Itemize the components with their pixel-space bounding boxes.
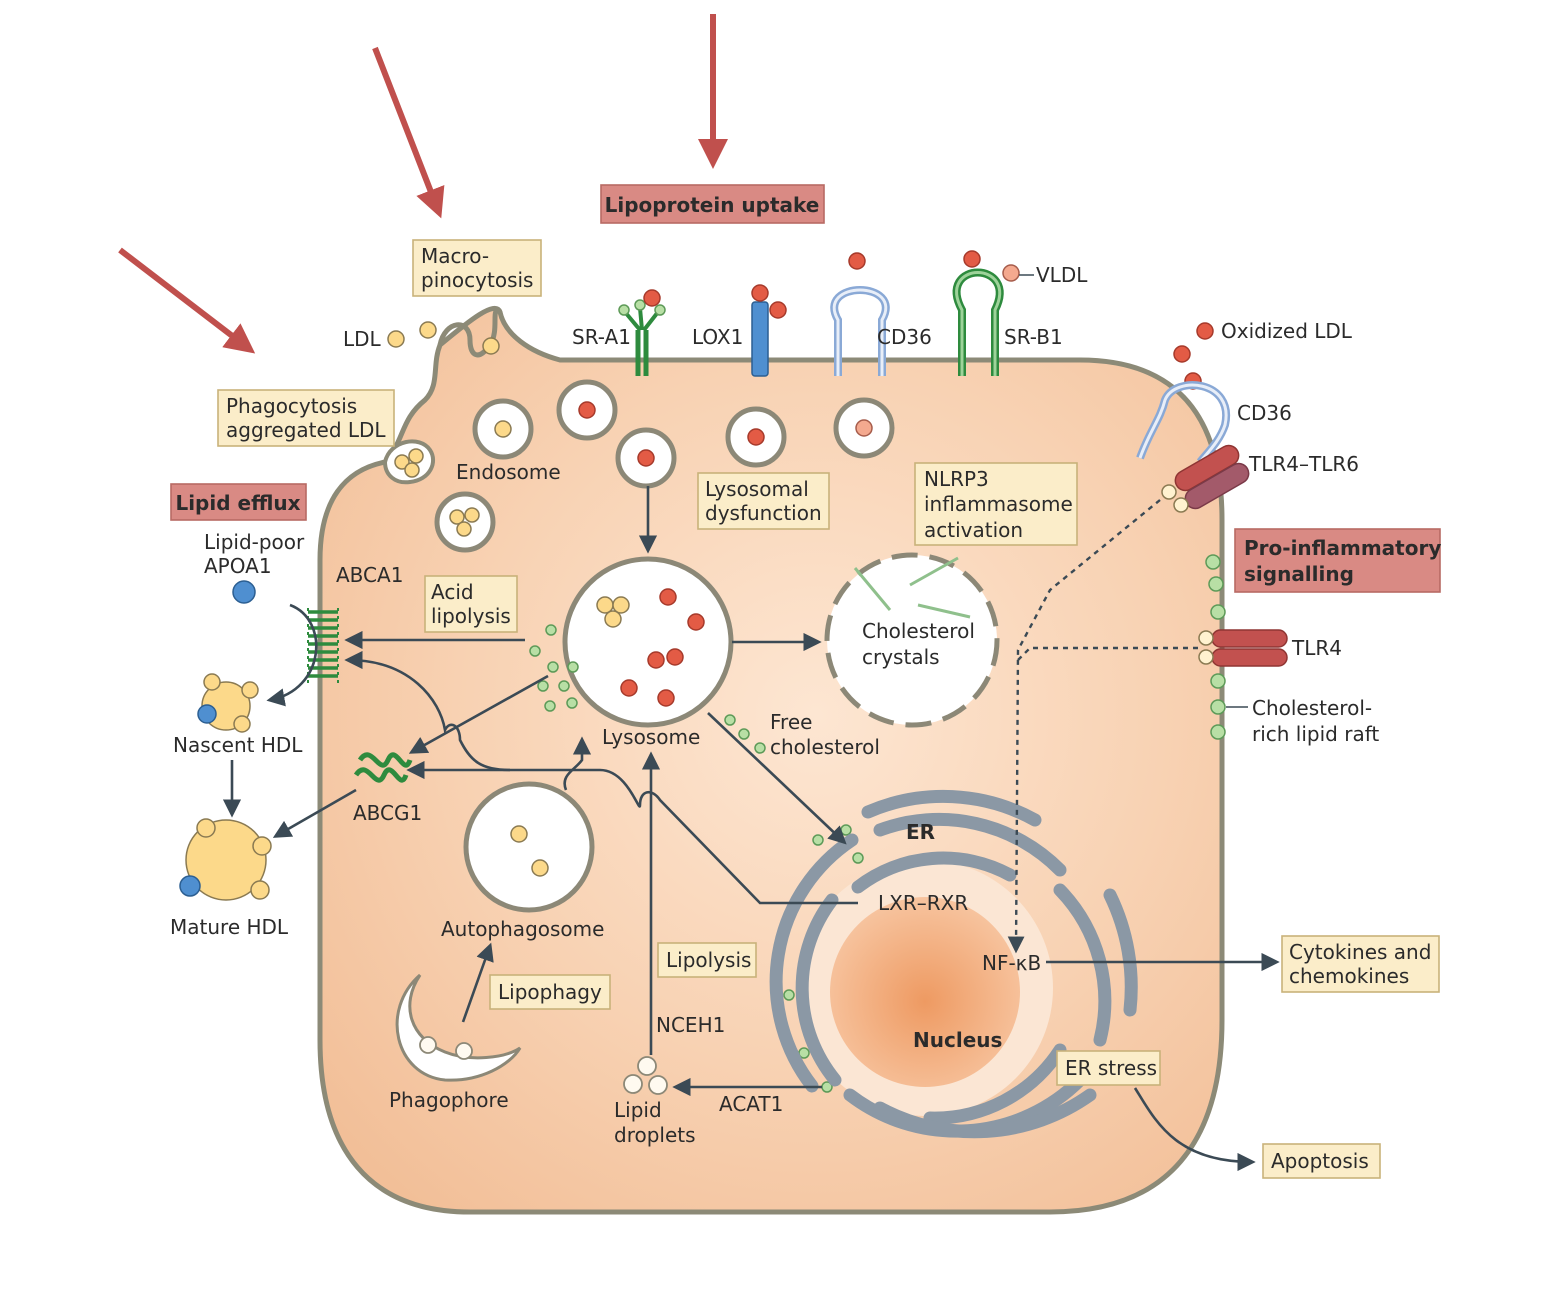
macropinocytosis-box: Macro- pinocytosis	[412, 239, 542, 297]
macropinocytosis-cup	[387, 308, 502, 358]
svg-text:Macro-: Macro-	[421, 244, 489, 268]
er-stress-box: ER stress	[1056, 1050, 1161, 1086]
text-labels: LDL SR-A1 LOX1 CD36 SR-B1 VLDL Oxidized …	[170, 263, 1379, 1147]
hdl-particles	[179, 580, 272, 901]
sr-a1-receptor	[618, 289, 666, 376]
svg-text:inflammasome: inflammasome	[924, 492, 1073, 516]
acid-lipolysis-box: Acid lipolysis	[424, 575, 518, 633]
label-cholesterol-crystals-2: crystals	[862, 645, 940, 669]
label-nucleus: Nucleus	[913, 1028, 1002, 1052]
label-lxr-rxr: LXR–RXR	[878, 891, 968, 915]
label-endosome: Endosome	[456, 460, 561, 484]
endosomes	[434, 379, 895, 553]
phagocytosis-pocket	[382, 439, 436, 485]
svg-text:Lipid efflux: Lipid efflux	[175, 491, 300, 515]
lysosome	[562, 556, 734, 728]
svg-text:Cytokines and: Cytokines and	[1289, 940, 1431, 964]
lipophagy-box: Lipophagy	[489, 974, 611, 1010]
lipid-raft	[1205, 554, 1248, 740]
label-cd36-side: CD36	[1237, 401, 1292, 425]
label-lipid-raft-2: rich lipid raft	[1252, 722, 1379, 746]
label-phagophore: Phagophore	[389, 1088, 509, 1112]
svg-text:Lipophagy: Lipophagy	[498, 980, 602, 1004]
svg-text:Pro-inflammatory: Pro-inflammatory	[1244, 536, 1441, 560]
label-tlr4-tlr6: TLR4–TLR6	[1248, 452, 1359, 476]
label-nascent-hdl: Nascent HDL	[173, 733, 303, 757]
svg-text:Lysosomal: Lysosomal	[705, 477, 809, 501]
pro-inflammatory-box: Pro-inflammatory signalling	[1234, 528, 1441, 593]
label-sr-b1: SR-B1	[1004, 325, 1063, 349]
lipolysis-box: Lipolysis	[657, 942, 757, 978]
lox1-receptor	[751, 284, 787, 377]
lysosomal-dysfunction-box: Lysosomal dysfunction	[697, 472, 830, 530]
svg-text:lipolysis: lipolysis	[431, 604, 511, 628]
label-droplets: droplets	[614, 1123, 696, 1147]
svg-text:Phagocytosis: Phagocytosis	[226, 394, 357, 418]
abcg1-transporter	[353, 752, 413, 783]
tlr4-receptor	[1198, 629, 1288, 667]
lipoprotein-uptake-box: Lipoprotein uptake	[600, 184, 825, 224]
label-cholesterol-crystals-1: Cholesterol	[862, 619, 975, 643]
apoptosis-box: Apoptosis	[1262, 1143, 1381, 1179]
label-tlr4: TLR4	[1291, 636, 1342, 660]
label-free: Free	[770, 710, 812, 734]
label-vldl: VLDL	[1036, 263, 1088, 287]
label-abcg1: ABCG1	[353, 801, 422, 825]
sr-b1-receptor	[952, 250, 1034, 376]
nlrp3-box: NLRP3 inflammasome activation	[914, 462, 1078, 546]
svg-text:Lipoprotein uptake: Lipoprotein uptake	[605, 193, 820, 217]
svg-text:pinocytosis: pinocytosis	[421, 268, 533, 292]
label-sr-a1: SR-A1	[572, 325, 631, 349]
label-cholesterol: cholesterol	[770, 735, 880, 759]
red-pointer-arrows	[118, 14, 728, 354]
pathway-arrows	[222, 486, 1280, 1172]
label-apoa1: APOA1	[204, 554, 272, 578]
label-oxidized-ldl: Oxidized LDL	[1221, 319, 1353, 343]
label-autophagosome: Autophagosome	[441, 917, 604, 941]
svg-text:Lipolysis: Lipolysis	[666, 948, 751, 972]
label-er: ER	[906, 820, 935, 844]
oxidized-ldl-particles	[1173, 322, 1214, 390]
label-cd36-top: CD36	[877, 325, 932, 349]
phagophore	[395, 973, 522, 1082]
label-mature-hdl: Mature HDL	[170, 915, 289, 939]
abca1-transporter	[307, 608, 339, 684]
label-acat1: ACAT1	[719, 1092, 783, 1116]
red-arrow-2	[372, 46, 445, 219]
svg-text:dysfunction: dysfunction	[705, 501, 822, 525]
svg-text:aggregated LDL: aggregated LDL	[226, 418, 386, 442]
nucleus	[830, 897, 1020, 1087]
label-lox1: LOX1	[692, 325, 743, 349]
svg-text:ER stress: ER stress	[1065, 1056, 1157, 1080]
autophagosome	[463, 781, 595, 913]
cd36-receptor-top	[830, 252, 890, 376]
label-lipid: Lipid	[614, 1098, 662, 1122]
tlr4-tlr6-receptor	[1161, 444, 1250, 513]
svg-text:activation: activation	[924, 518, 1023, 542]
free-cholesterol-dots	[529, 624, 864, 1093]
svg-text:NLRP3: NLRP3	[924, 467, 989, 491]
lipid-droplets	[623, 1056, 668, 1095]
svg-text:Acid: Acid	[431, 580, 474, 604]
lipid-efflux-box: Lipid efflux	[170, 483, 307, 521]
red-arrow-1	[118, 247, 256, 354]
label-lipid-poor: Lipid-poor	[204, 530, 305, 554]
label-lysosome: Lysosome	[602, 725, 700, 749]
svg-text:Apoptosis: Apoptosis	[1271, 1149, 1369, 1173]
svg-text:chemokines: chemokines	[1289, 964, 1409, 988]
label-nf-kb: NF-κB	[982, 951, 1041, 975]
label-nceh1: NCEH1	[656, 1013, 725, 1037]
cd36-receptor-side	[1136, 381, 1231, 465]
label-lipid-raft-1: Cholesterol-	[1252, 696, 1372, 720]
svg-text:signalling: signalling	[1244, 562, 1354, 586]
phagocytosis-box: Phagocytosis aggregated LDL	[217, 389, 395, 447]
label-ldl: LDL	[343, 327, 382, 351]
cytokines-box: Cytokines and chemokines	[1281, 935, 1440, 993]
nucleus-er	[769, 789, 1138, 1139]
label-abca1: ABCA1	[336, 563, 403, 587]
cholesterol-crystals-vesicle	[824, 552, 1000, 728]
